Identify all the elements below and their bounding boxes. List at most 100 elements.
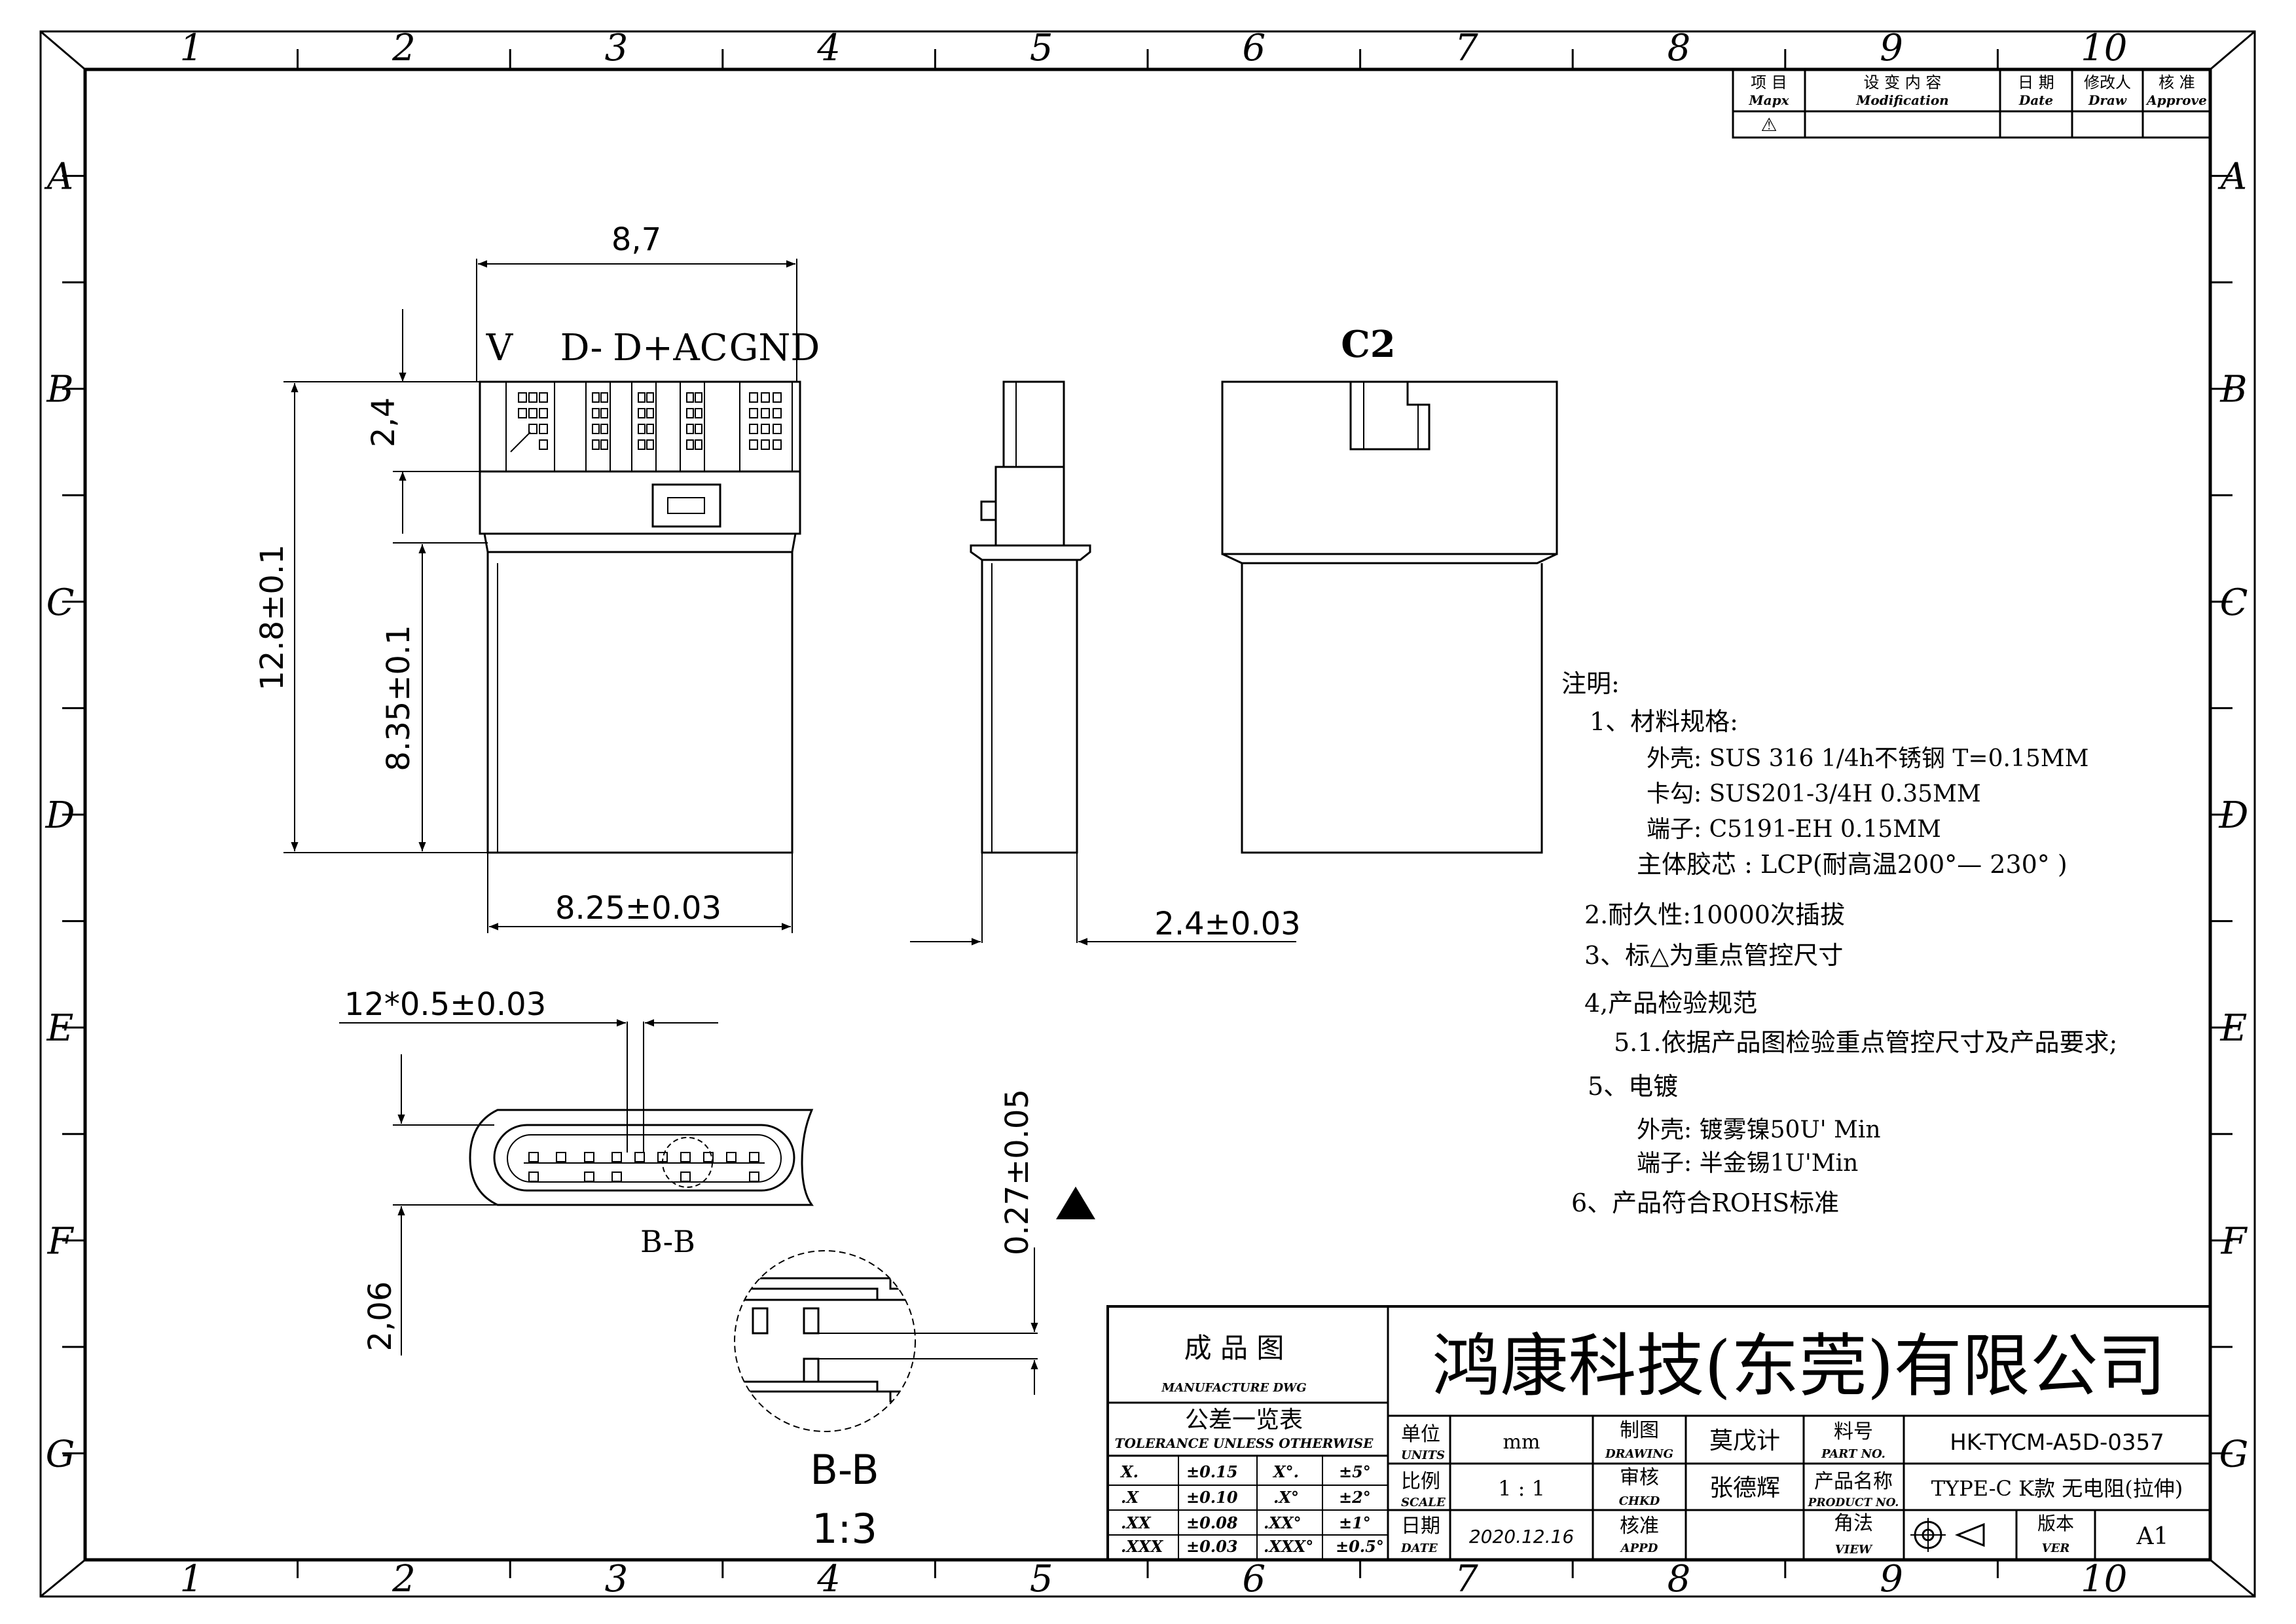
zone-column-label-bottom: 1 (179, 1558, 203, 1600)
tol-cell: .XX (1121, 1513, 1152, 1532)
note-line-6: 2.耐久性:10000次插拔 (1584, 900, 1845, 929)
rev-header-item-en: Mapx (1748, 92, 1789, 108)
note-line-9: 5.1.依据产品图检验重点管控尺寸及产品要求; (1614, 1028, 2117, 1057)
tol-cell: .X (1121, 1488, 1139, 1507)
zone-column-label-top: 1 (179, 27, 203, 69)
dim-pitch: 12*0.5±0.03 (344, 986, 547, 1023)
pin-label-dplus: D+ (613, 327, 673, 369)
tol-cell: ±2° (1339, 1488, 1371, 1507)
tol-cell: ±0.10 (1186, 1488, 1238, 1507)
part-value: HK-TYCM-A5D-0357 (1950, 1430, 2164, 1456)
part-label-en: PART NO. (1821, 1447, 1886, 1461)
section-label: B-B (640, 1224, 695, 1259)
name-label-cn: 产品名称 (1814, 1470, 1893, 1493)
zone-column-label-top: 4 (816, 27, 841, 69)
check-value: 张德辉 (1709, 1475, 1780, 1502)
version-value: A1 (2136, 1523, 2169, 1550)
pin-label-dminus: D- (560, 327, 603, 369)
pin-label-v: V (486, 327, 514, 369)
dim-total-height: 12.8±0.1 (254, 544, 291, 690)
approve-label-en: APPD (1620, 1541, 1658, 1555)
zone-row-label-left: F (47, 1220, 75, 1263)
tol-cell: ±0.03 (1186, 1537, 1238, 1556)
scale-value: 1 : 1 (1498, 1476, 1545, 1501)
rev-header-mod-cn: 设 变 内 容 (1864, 73, 1942, 92)
note-line-4: 端子: C5191-EH 0.15MM (1647, 816, 1941, 843)
front-view: 8,7 V D- D+ AC GND 2,4 12.8±0.1 8.35±0.1… (254, 221, 820, 933)
detail-scale: 1:3 (812, 1505, 877, 1553)
note-line-13: 6、产品符合ROHS标准 (1571, 1189, 1839, 1217)
name-label-en: PRODUCT NO. (1808, 1496, 1899, 1509)
units-value: mm (1503, 1431, 1540, 1454)
tol-cell: .X° (1273, 1488, 1299, 1507)
view-label-cn: 角法 (1834, 1512, 1873, 1535)
c2-view-title: C2 (1341, 323, 1396, 366)
note-line-3: 卡勾: SUS201-3/4H 0.35MM (1647, 781, 1981, 807)
zone-row-label-left: E (46, 1007, 74, 1050)
date-value: 2020.12.16 (1469, 1526, 1574, 1547)
zone-column-label-bottom: 3 (605, 1558, 629, 1600)
drawing-label-cn: 制图 (1620, 1419, 1659, 1442)
dim-width-top: 8,7 (611, 221, 661, 258)
zone-column-label-bottom: 6 (1242, 1558, 1266, 1600)
zone-row-label-left: D (45, 794, 75, 837)
note-line-11: 外壳: 镀雾镍50U' Min (1637, 1116, 1881, 1143)
tolerance-title-en: TOLERANCE UNLESS OTHERWISE (1115, 1435, 1374, 1451)
rev-row1-mark: ⚠ (1760, 114, 1777, 136)
name-value: TYPE-C K款 无电阻(拉伸) (1931, 1476, 2183, 1501)
note-line-2: 外壳: SUS 316 1/4h不锈钢 T=0.15MM (1647, 745, 2088, 772)
revision-block: 项 目 Mapx 设 变 内 容 Modification 日 期 Date 修… (1732, 68, 2212, 139)
dim-thickness: 2.4±0.03 (1154, 906, 1300, 942)
section-view: 12*0.5±0.03 B-B 2,06 (339, 986, 814, 1356)
tol-cell: ±0.5° (1336, 1537, 1384, 1556)
tol-cell: ±5° (1339, 1462, 1371, 1481)
note-line-10: 5、电镀 (1588, 1072, 1678, 1101)
dim-section-height: 2,06 (362, 1282, 399, 1352)
tol-cell: ±0.15 (1186, 1462, 1238, 1481)
tol-cell: ±1° (1339, 1513, 1371, 1532)
drawing-value: 莫戊计 (1709, 1428, 1780, 1454)
version-label-en: VER (2042, 1541, 2070, 1555)
zone-row-label-right: C (2220, 581, 2248, 624)
zone-row-label-right: E (2220, 1007, 2248, 1050)
note-line-8: 4,产品检验规范 (1584, 989, 1757, 1018)
tol-cell: ±0.08 (1186, 1513, 1238, 1532)
zone-column-label-top: 3 (605, 27, 629, 69)
check-label-cn: 审核 (1620, 1466, 1659, 1489)
tol-cell: X. (1120, 1462, 1139, 1481)
note-line-1: 1、材料规格: (1590, 707, 1738, 736)
zone-row-label-left: A (44, 156, 73, 198)
side-view: 2.4±0.03 (910, 380, 1301, 946)
dim-plug-height: 8.35±0.1 (380, 625, 417, 771)
first-angle-projection-icon (1910, 1518, 1985, 1552)
tolerance-table: X. ±0.15 X°. ±5° .X ±0.10 .X° ±2° .XX ±0… (1120, 1462, 1384, 1556)
tol-cell: .XX° (1264, 1513, 1302, 1532)
company-name: 鸿康科技(东莞)有限公司 (1432, 1326, 2166, 1406)
rev-header-approve-en: Approve (2145, 92, 2207, 108)
dim-detail: 0.27±0.05 (999, 1089, 1036, 1255)
zone-column-label-top: 10 (2081, 27, 2127, 69)
scale-label-cn: 比例 (1401, 1470, 1440, 1493)
date-label-cn: 日期 (1401, 1515, 1440, 1538)
key-dimension-triangle-large-icon (1056, 1187, 1095, 1219)
zone-column-label-top: 2 (392, 27, 416, 69)
rev-header-approve-cn: 核 准 (2159, 73, 2195, 92)
rev-header-mod-en: Modification (1855, 92, 1948, 108)
zone-row-label-left: C (46, 581, 75, 624)
tol-cell: .XXX (1121, 1537, 1164, 1556)
c2-view: C2 (1221, 323, 1558, 854)
detail-label: B-B (810, 1446, 879, 1494)
detail-view: 0.27±0.05 B-B 1:3 (734, 1089, 1095, 1553)
dim-plug-width: 8.25±0.03 (555, 890, 721, 927)
note-line-12: 端子: 半金锡1U'Min (1637, 1150, 1858, 1177)
zone-column-label-top: 7 (1455, 27, 1478, 69)
scale-label-en: SCALE (1401, 1496, 1446, 1509)
zone-column-label-bottom: 10 (2081, 1558, 2127, 1600)
drawing-label-en: DRAWING (1605, 1447, 1673, 1461)
rev-header-date-cn: 日 期 (2018, 73, 2054, 92)
title-block: 成 品 图 MANUFACTURE DWG 公差一览表 TOLERANCE UN… (1106, 1305, 2212, 1561)
approve-label-cn: 核准 (1620, 1515, 1659, 1538)
zone-column-label-bottom: 5 (1030, 1558, 1053, 1600)
